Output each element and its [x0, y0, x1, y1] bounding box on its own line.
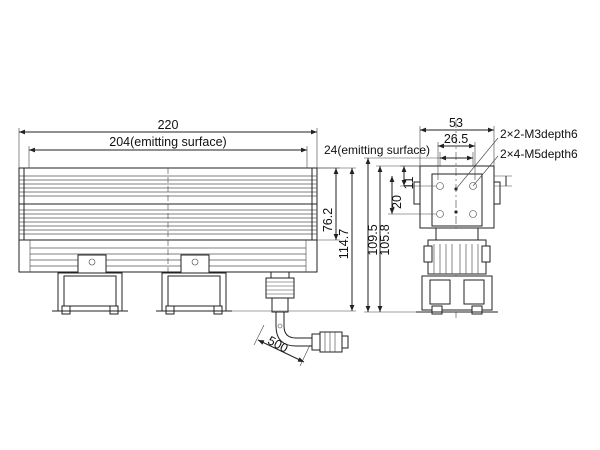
note-leaders: [455, 137, 499, 190]
front-view: 220 204(emitting surface) 76.2 114.7: [18, 118, 356, 367]
mount-hole: [469, 210, 477, 218]
side-bracket: [416, 275, 498, 315]
mount-hole: [436, 210, 444, 218]
bracket-right: [156, 254, 232, 315]
mount-hole: [469, 182, 477, 190]
side-view: 53 26.5 24(emitting surface) 2×2-M3depth…: [324, 116, 578, 318]
note-m5-threads: 2×4-M5depth6: [500, 147, 578, 161]
dim-height-bar-label: 76.2: [321, 208, 335, 232]
dim-side-emitting: [414, 152, 474, 166]
dim-side-inner-label: 26.5: [444, 132, 468, 146]
dim-side-heights: [364, 157, 420, 313]
dim-cable-length: [253, 324, 311, 367]
dim-side-h3-label: 105.8: [378, 224, 392, 255]
mount-hole: [436, 182, 444, 190]
dim-side-h4-label: 109.5: [366, 224, 380, 255]
dim-height-total-label: 114.7: [337, 229, 351, 259]
side-heatsink: [423, 239, 491, 275]
dim-cable-length-label: 500: [265, 333, 290, 355]
dim-side-h1-label: 20: [390, 195, 404, 209]
dim-emitting-length-label: 204(emitting surface): [109, 135, 226, 149]
dim-side-h2-label: 11: [402, 176, 416, 189]
dim-overall-length-label: 220: [158, 118, 179, 132]
dim-side-width: [419, 126, 495, 166]
bracket-left: [52, 254, 128, 315]
dim-side-width-label: 53: [449, 116, 463, 130]
housing-body: [18, 167, 318, 273]
dim-side-right: [494, 175, 512, 187]
housing-fins: [19, 168, 317, 272]
dim-emitting-length: [28, 146, 308, 168]
dim-side-emitting-label: 24(emitting surface): [324, 143, 430, 157]
dim-height-total: [232, 167, 356, 312]
dim-overall-length: [18, 128, 318, 168]
note-m3-threads: 2×2-M3depth6: [500, 127, 578, 141]
dim-side-inner: [437, 142, 476, 180]
